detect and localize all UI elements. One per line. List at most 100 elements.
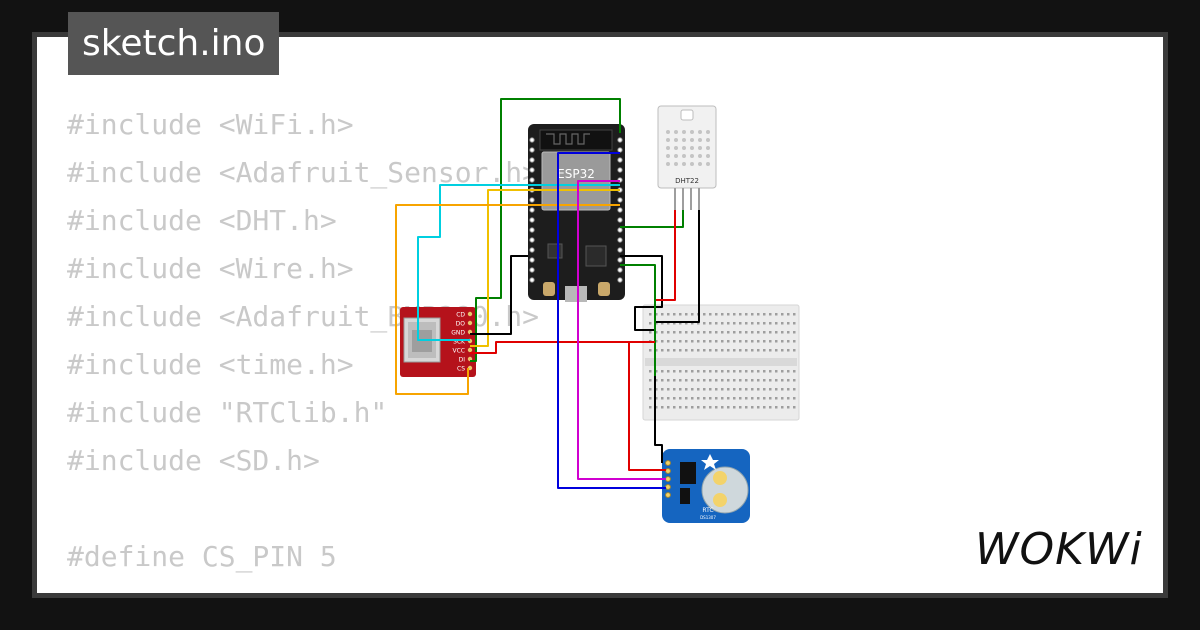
breadboard-hole: [787, 397, 790, 400]
breadboard-hole: [757, 370, 760, 373]
breadboard-hole: [721, 313, 724, 316]
rtc-pin: [665, 484, 671, 490]
breadboard-hole: [727, 397, 730, 400]
breadboard-hole: [739, 322, 742, 325]
breadboard-hole: [733, 349, 736, 352]
breadboard-hole: [721, 349, 724, 352]
rtc-module[interactable]: RTC DS1307: [662, 449, 750, 523]
breadboard-hole: [679, 397, 682, 400]
breadboard-hole: [673, 322, 676, 325]
breadboard-hole: [685, 370, 688, 373]
breadboard-hole: [721, 379, 724, 382]
code-line: #include "RTClib.h": [67, 396, 388, 429]
breadboard-hole: [793, 406, 796, 409]
breadboard-hole: [661, 379, 664, 382]
breadboard-hole: [781, 313, 784, 316]
breadboard-hole: [703, 388, 706, 391]
breadboard-hole: [775, 370, 778, 373]
breadboard-hole: [709, 340, 712, 343]
wire-magenta: [577, 180, 666, 480]
breadboard-hole: [667, 379, 670, 382]
breadboard-hole: [769, 397, 772, 400]
breadboard-hole: [763, 379, 766, 382]
breadboard-hole: [655, 388, 658, 391]
breadboard-hole: [757, 322, 760, 325]
esp32-pin: [617, 147, 623, 153]
breadboard-hole: [721, 388, 724, 391]
breadboard-hole: [715, 313, 718, 316]
breadboard-hole: [679, 340, 682, 343]
esp32-pin: [529, 147, 535, 153]
wire-black-right: [620, 255, 663, 463]
file-tab-label: sketch.ino: [82, 23, 266, 64]
breadboard-hole: [781, 406, 784, 409]
breadboard-hole: [679, 388, 682, 391]
breadboard-hole: [661, 322, 664, 325]
wire-blue: [557, 152, 666, 489]
breadboard-hole: [757, 406, 760, 409]
breadboard-hole: [721, 370, 724, 373]
breadboard-hole: [655, 349, 658, 352]
breadboard-hole: [709, 349, 712, 352]
esp32-pin: [617, 157, 623, 163]
breadboard-hole: [793, 349, 796, 352]
esp32-pins: [529, 137, 623, 283]
esp32-pin: [617, 277, 623, 283]
breadboard-hole: [769, 331, 772, 334]
breadboard-hole: [721, 340, 724, 343]
esp32-pin: [529, 267, 535, 273]
breadboard-hole: [763, 313, 766, 316]
breadboard-hole: [769, 406, 772, 409]
breadboard-hole: [781, 397, 784, 400]
wire-black-dht: [655, 210, 700, 323]
breadboard-hole: [787, 379, 790, 382]
breadboard-hole: [787, 370, 790, 373]
esp32-label: ESP32: [557, 167, 595, 181]
breadboard-hole: [745, 406, 748, 409]
breadboard-hole: [739, 313, 742, 316]
breadboard-hole: [679, 370, 682, 373]
breadboard[interactable]: [642, 304, 800, 421]
breadboard-hole: [667, 322, 670, 325]
breadboard-hole: [685, 379, 688, 382]
breadboard-hole: [733, 388, 736, 391]
breadboard-hole: [667, 349, 670, 352]
breadboard-hole: [745, 388, 748, 391]
breadboard-hole: [721, 331, 724, 334]
esp32-board[interactable]: ESP32: [528, 124, 625, 302]
esp32-pin: [529, 277, 535, 283]
dht22-label: DHT22: [675, 177, 699, 185]
breadboard-hole: [649, 370, 652, 373]
wire-green-dht: [620, 210, 684, 228]
breadboard-hole: [745, 340, 748, 343]
breadboard-hole: [775, 379, 778, 382]
breadboard-hole: [745, 322, 748, 325]
breadboard-hole: [709, 406, 712, 409]
breadboard-hole: [697, 331, 700, 334]
dht22-vent-hole: [698, 138, 702, 142]
breadboard-hole: [769, 379, 772, 382]
dht22-vent-hole: [706, 138, 710, 142]
sd-pin-label: DO: [456, 321, 466, 328]
breadboard-hole: [667, 406, 670, 409]
file-tab[interactable]: sketch.ino: [68, 12, 280, 75]
breadboard-hole: [727, 379, 730, 382]
breadboard-hole: [697, 406, 700, 409]
rtc-pin: [665, 460, 671, 466]
dht22-vent-hole: [674, 146, 678, 150]
breadboard-hole: [679, 313, 682, 316]
sd-pin-label: VCC: [453, 348, 465, 355]
breadboard-hole: [733, 397, 736, 400]
breadboard-hole: [757, 340, 760, 343]
breadboard-hole: [673, 388, 676, 391]
breadboard-hole: [661, 313, 664, 316]
breadboard-hole: [697, 322, 700, 325]
breadboard-hole: [739, 406, 742, 409]
esp32-pin: [617, 237, 623, 243]
dht22-sensor[interactable]: DHT22: [657, 105, 717, 210]
breadboard-hole: [691, 313, 694, 316]
esp32-pin: [529, 137, 535, 143]
dht22-vent-hole: [674, 162, 678, 166]
code-line: #include <WiFi.h>: [67, 108, 354, 141]
